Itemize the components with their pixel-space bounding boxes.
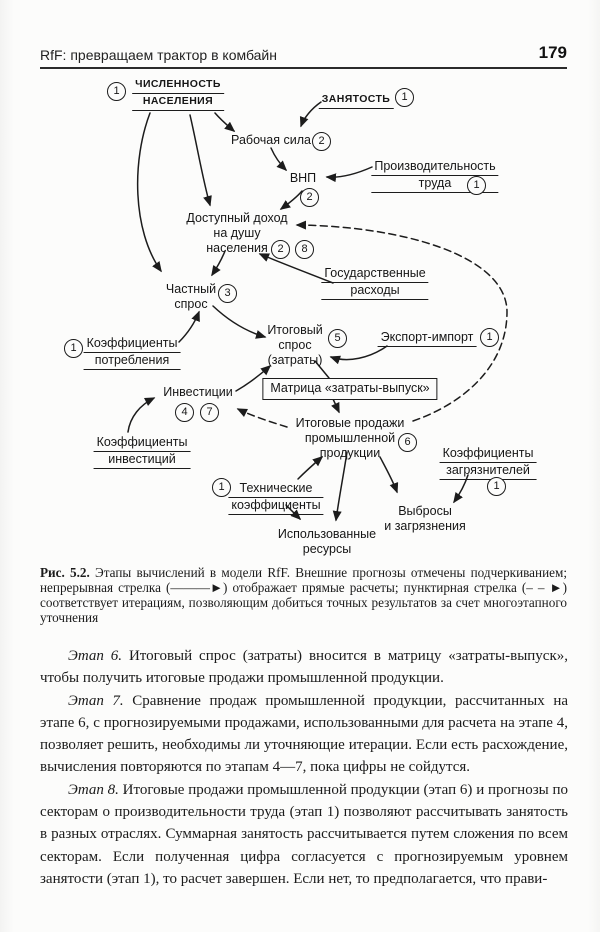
figure-caption-text: Этапы вычислений в модели RfF. Внешние п… [40, 565, 568, 625]
paragraph-stage-6: Этап 6. Итоговый спрос (затраты) вноситс… [40, 645, 568, 690]
step-circle-private-demand: 3 [218, 284, 237, 303]
step-circle-labor-force: 2 [312, 132, 331, 151]
node-io-matrix: Матрица «затраты-выпуск» [262, 378, 438, 400]
page-number: 179 [538, 43, 567, 62]
running-title: RfF: превращаем трактор в комбайн [40, 47, 277, 63]
arrow-population-to-income [189, 114, 212, 207]
node-labor-force: Рабочая сила [231, 133, 311, 147]
figure-caption-label: Рис. 5.2. [40, 565, 90, 580]
step-circle-population: 1 [107, 82, 126, 101]
step-circle-investments-4: 4 [175, 403, 194, 422]
stage-6-lead: Этап 6. [68, 648, 123, 664]
arrow-population-to-private-demand [136, 112, 162, 273]
step-circle-technical-coeff: 1 [212, 478, 231, 497]
stage-7-text: Сравнение продаж промышленной продукции,… [40, 692, 568, 776]
arrow-export-import-to-total-demand [329, 345, 388, 365]
node-population: ЧИСЛЕННОСТЬ НАСЕЛЕНИЯ [132, 77, 224, 111]
node-total-demand: Итоговый спрос (затраты) [267, 323, 323, 367]
node-emissions: Выбросы и загрязнения [384, 504, 466, 533]
arrow-industrial-sales-to-emissions [379, 456, 399, 494]
step-circle-industrial-sales: 6 [398, 433, 417, 452]
node-investment-coeff: Коэффициенты инвестиций [93, 435, 191, 469]
node-used-resources: Использованные ресурсы [277, 527, 377, 556]
step-circle-export-import: 1 [480, 328, 499, 347]
node-consumption-coeff: Коэффициенты потребления [83, 336, 181, 370]
step-circle-consumption-coeff: 1 [64, 339, 83, 358]
arrow-matrix-to-industrial-sales [331, 398, 340, 414]
arrow-labor-force-to-gnp [270, 147, 288, 172]
dashed-arrow-industrial-sales-to-investments [236, 408, 288, 428]
node-employment: ЗАНЯТОСТЬ [318, 92, 394, 109]
node-technical-coeff: Технические коэффициенты [228, 481, 324, 515]
arrow-consumption-coeff-to-private-demand [178, 310, 200, 343]
step-circle-productivity: 1 [467, 176, 486, 195]
stage-8-lead: Этап 8. [68, 781, 119, 798]
paragraph-stage-8: Этап 8. Итоговые продажи промышленной пр… [40, 779, 568, 890]
step-circle-employment: 1 [395, 88, 414, 107]
body-text: Этап 6. Итоговый спрос (затраты) вноситс… [40, 645, 568, 890]
stage-8-text: Итоговые продажи промышленной продукции … [40, 781, 569, 887]
node-gnp: ВНП [289, 171, 317, 185]
node-pollution-coeff: Коэффициенты загрязнителей [439, 446, 537, 480]
arrow-private-demand-to-total-demand [212, 305, 267, 339]
step-circle-total-demand: 5 [328, 329, 347, 348]
step-circle-income-2: 2 [271, 240, 290, 259]
node-gov-spending: Государственные расходы [321, 266, 429, 300]
figure-caption: Рис. 5.2. Этапы вычислений в модели RfF.… [40, 565, 568, 626]
paragraph-stage-7: Этап 7. Сравнение продаж промышленной пр… [40, 690, 568, 779]
node-income: Доступный доход на душу населения [186, 211, 288, 255]
arrow-investment-coeff-to-investments [127, 397, 156, 433]
arrow-population-to-labor-force [214, 112, 236, 132]
arrow-productivity-to-gnp [325, 166, 373, 183]
step-circle-gnp: 2 [300, 188, 319, 207]
step-circle-income-8: 8 [295, 240, 314, 259]
node-industrial-sales: Итоговые продажи промышленной продукции [295, 416, 405, 460]
stage-6-text: Итоговый спрос (затраты) вносится в матр… [40, 648, 568, 687]
node-productivity: Производительность труда [371, 159, 499, 193]
step-circle-investments-7: 7 [200, 403, 219, 422]
header-rule [40, 67, 567, 69]
step-circle-pollution-coeff: 1 [487, 477, 506, 496]
node-export-import: Экспорт-импорт [377, 330, 477, 347]
node-private-demand: Частный спрос [165, 282, 217, 311]
arrow-industrial-sales-to-used-resources [332, 451, 348, 522]
stage-7-lead: Этап 7. [68, 692, 124, 709]
node-investments: Инвестиции [163, 385, 233, 399]
arrow-gnp-to-income [279, 190, 303, 210]
figure-5-2-diagram: ЧИСЛЕННОСТЬ НАСЕЛЕНИЯ ЗАНЯТОСТЬ Рабочая … [0, 75, 600, 565]
